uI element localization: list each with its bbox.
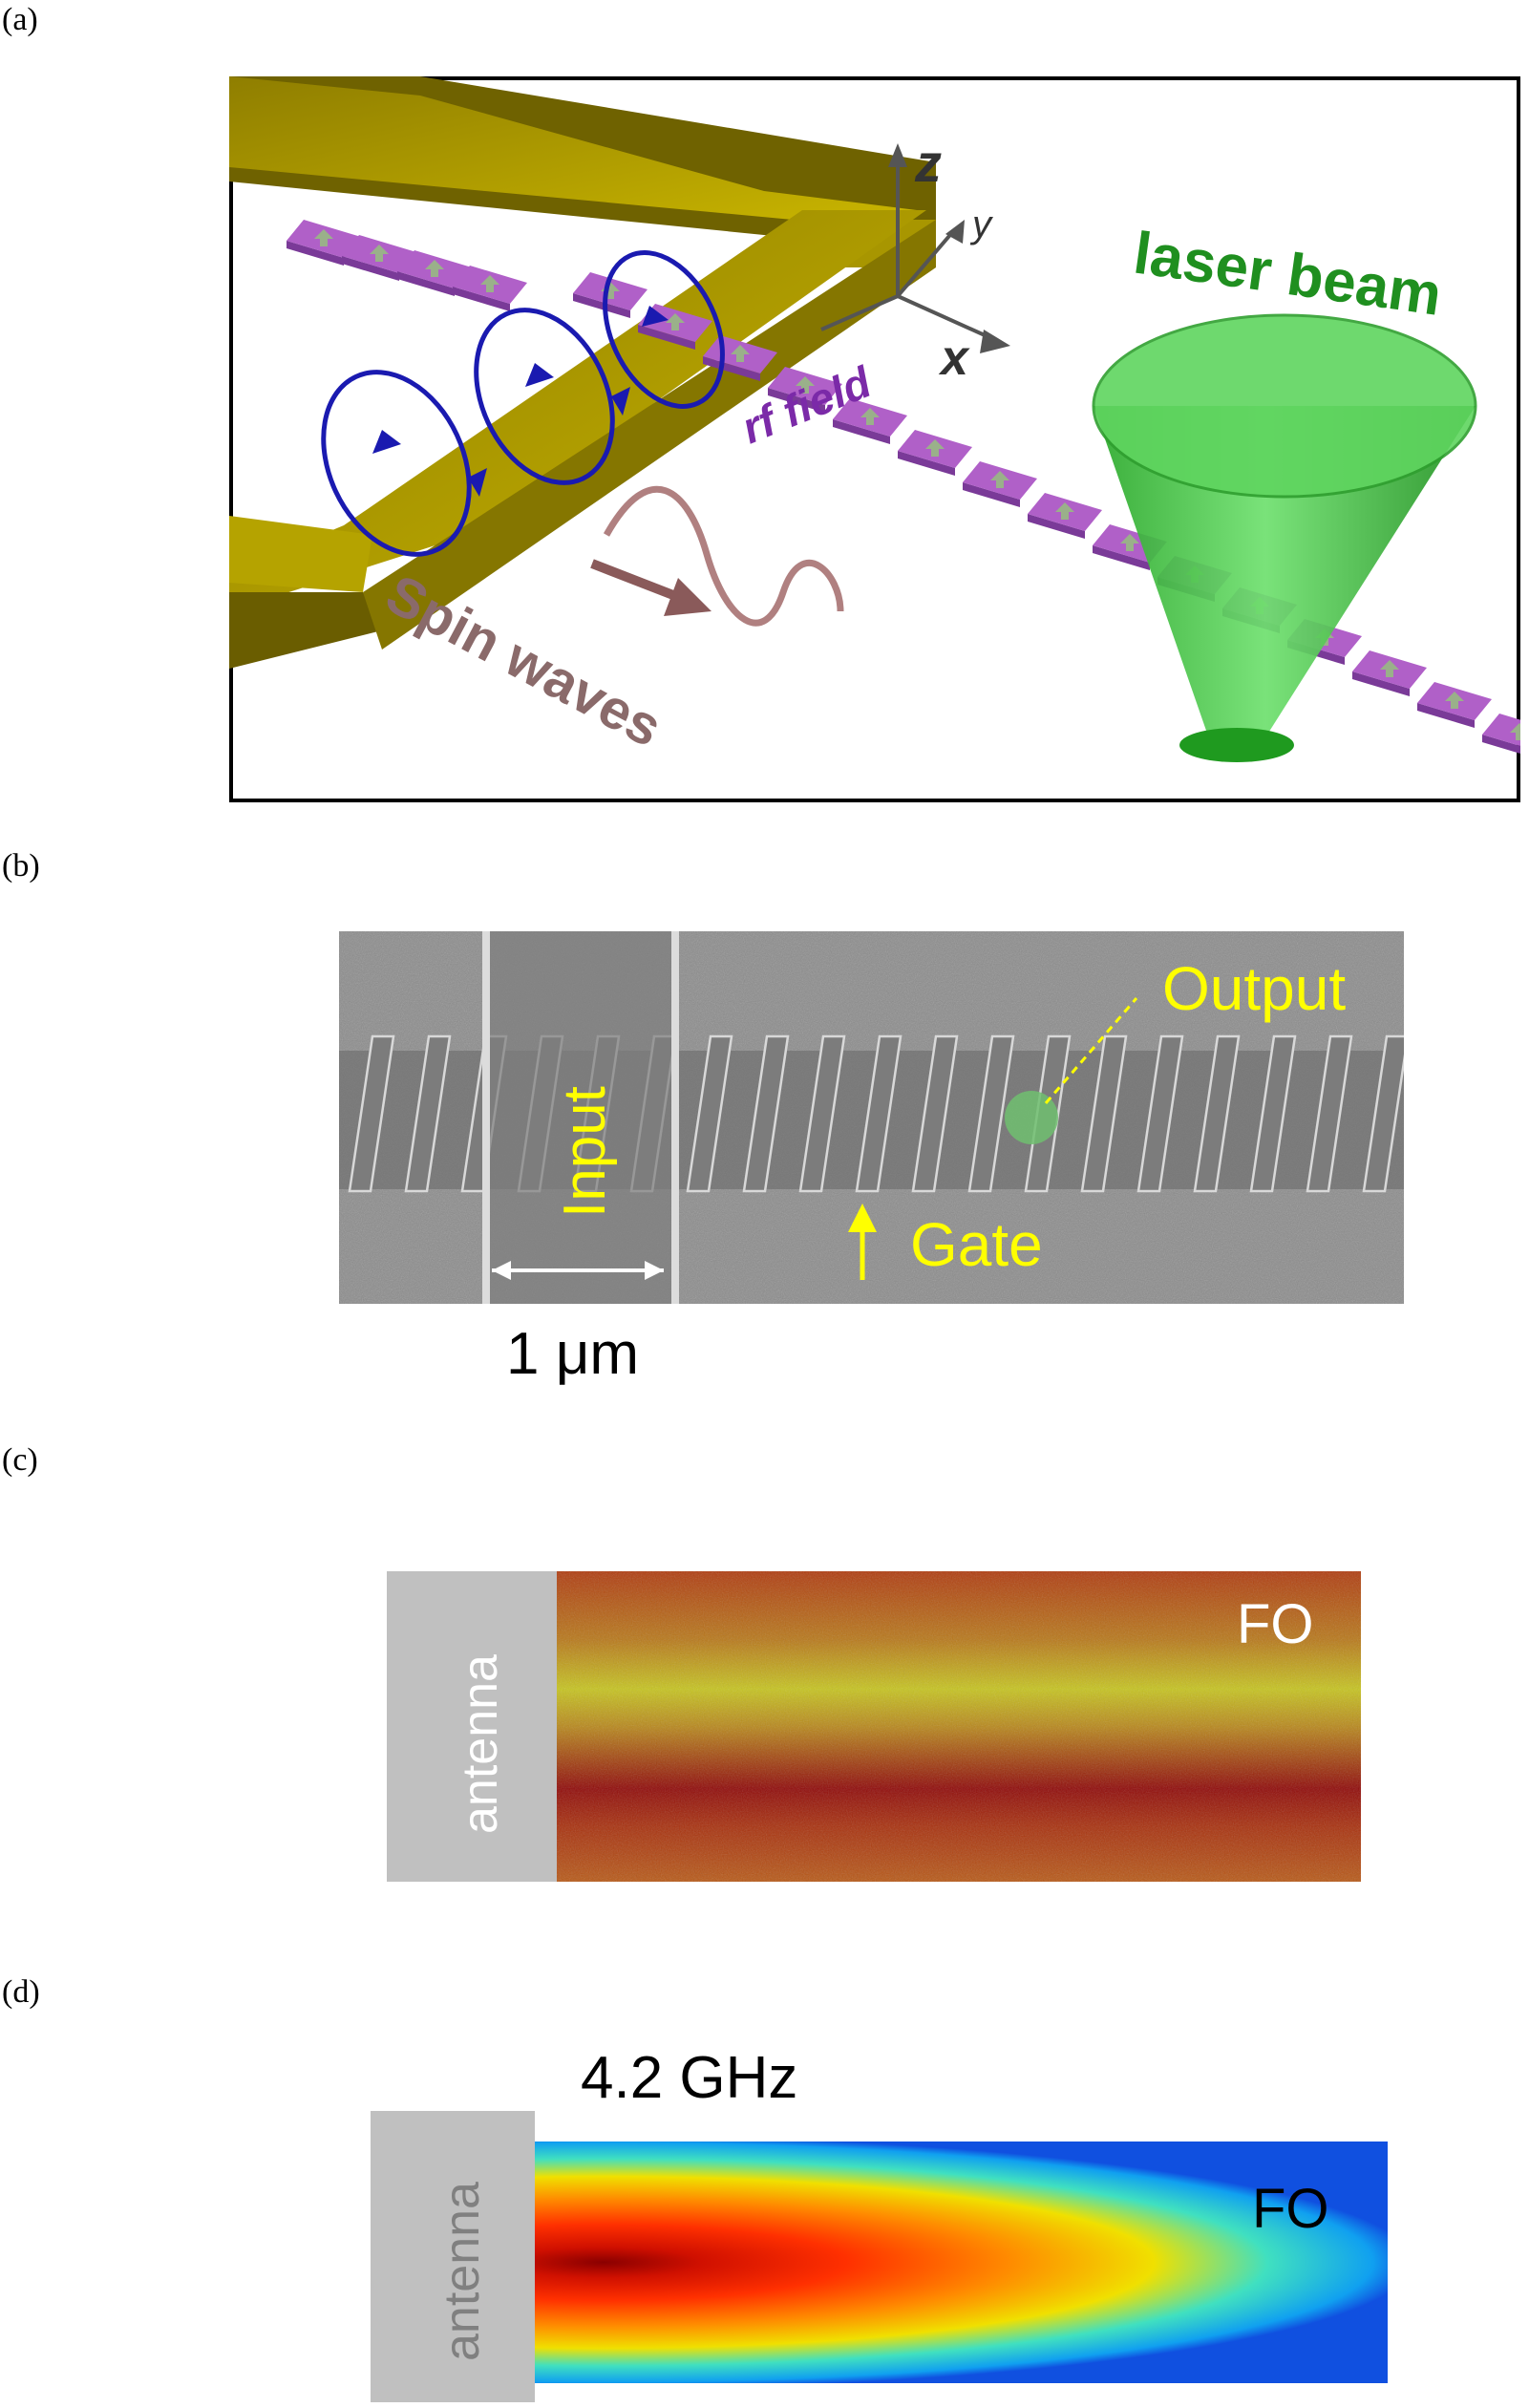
magnet-tile [833,398,907,444]
panel-label-d: (d) [2,1974,40,2010]
panel-label-a: (a) [2,2,38,37]
frequency-label: 4.2 GHz [581,2045,798,2111]
sem-magnet [1306,1034,1353,1193]
rf-field-arrowheads [372,306,669,497]
antenna-block-d [371,2111,535,2402]
scale-bar-label: 1 μm [506,1321,640,1387]
input-label: Input [552,1086,618,1218]
axes-arrowheads [888,143,1010,353]
sem-magnet [1136,1034,1184,1193]
sem-magnet [1080,1034,1128,1193]
heat-map [535,2142,1388,2383]
magnet-tile [453,266,527,311]
sem-magnet-array [348,1034,1404,1193]
output-spot [1005,1091,1058,1144]
sem-magnet [911,1034,959,1193]
gate-arrow [848,1204,877,1280]
axis-y-label: y [969,203,994,245]
magnet-tile [768,367,842,413]
magnet-tile [1417,682,1492,728]
panel-a-schematic: z y x rf field laser beam Spin waves [229,76,1520,802]
axis-z-label: z [914,133,942,193]
sem-antenna [482,931,679,1304]
laser-cone [1092,313,1477,762]
axes-icon [820,162,994,341]
panel-label-c: (c) [2,1442,38,1478]
sem-magnet [686,1034,733,1193]
magnet-tile [1482,714,1520,754]
panel-d-map: antenna FO [371,2111,1388,2402]
antenna-label: antenna [453,1654,508,1834]
scale-bar [492,1261,664,1280]
sem-magnet [348,1034,395,1193]
panel-c-map: antenna FO [387,1571,1361,1882]
rf-field-loops [321,250,725,557]
antenna-block [387,1571,557,1882]
mode-label: FO [1237,1593,1314,1655]
magnet-tile [397,250,472,296]
output-pointer [1044,997,1138,1104]
sem-magnet [742,1034,790,1193]
sem-magnet [967,1034,1015,1193]
sem-magnet [855,1034,903,1193]
antenna-label-d: antenna [435,2182,490,2361]
sem-magnet [1193,1034,1241,1193]
magnet-tile [1028,493,1102,539]
axis-x-label: x [938,330,970,386]
sem-magnet [1249,1034,1297,1193]
output-label: Output [1162,954,1346,1023]
sem-magnet [798,1034,846,1193]
gold-antenna-strip [229,76,936,669]
sem-magnet [404,1034,452,1193]
magnet-tile [287,220,361,266]
sem-magnet [1362,1034,1404,1193]
magnet-tile [573,272,648,318]
panel-label-b: (b) [2,848,40,884]
mode-label-d: FO [1252,2178,1329,2240]
gate-label: Gate [910,1210,1043,1279]
magnet-tile [1352,650,1427,696]
magnet-tile [342,235,416,281]
panel-b-sem-image: Input Output Gate [339,931,1404,1304]
magnet-tile [963,461,1037,507]
magnet-tile [898,430,972,476]
